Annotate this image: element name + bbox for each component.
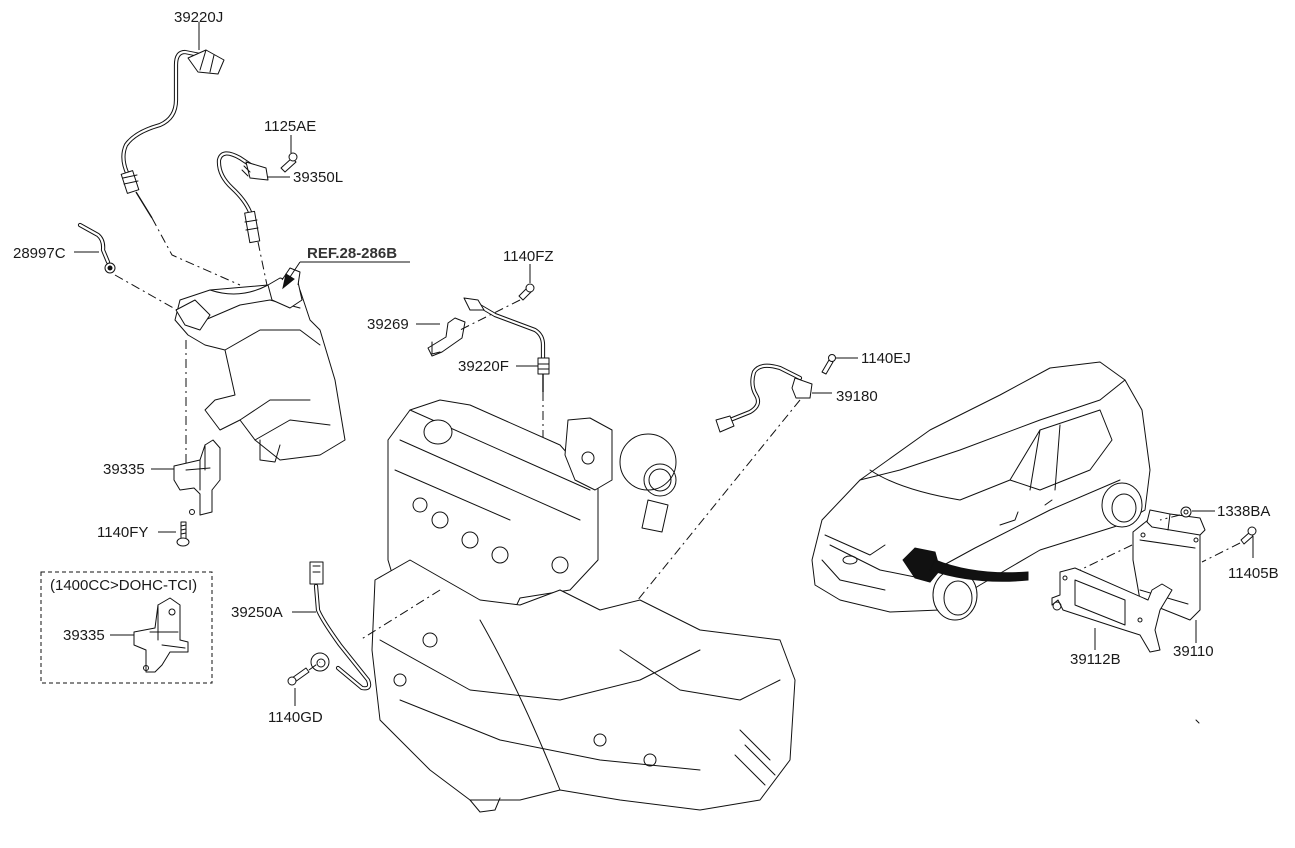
bolt-1140gd[interactable] xyxy=(287,667,310,686)
assembly-line xyxy=(151,217,241,286)
label-1338ba[interactable]: 1338BA xyxy=(1217,503,1270,520)
part-39269-bracket[interactable] xyxy=(427,317,466,357)
label-39220j[interactable]: 39220J xyxy=(174,9,223,26)
assembly-line xyxy=(257,241,269,291)
assembly-line xyxy=(308,661,321,671)
label-1140fz[interactable]: 1140FZ xyxy=(503,248,554,265)
part-39220j-sensor[interactable] xyxy=(120,49,225,219)
part-39180-sensor[interactable] xyxy=(715,363,813,433)
label-39112b[interactable]: 39112B xyxy=(1070,651,1121,668)
label-1140ej[interactable]: 1140EJ xyxy=(861,350,911,367)
label-39220f[interactable]: 39220F xyxy=(458,358,509,375)
part-39335-bracket[interactable] xyxy=(173,439,221,516)
part-39350l-sensor[interactable] xyxy=(216,151,269,244)
label-1140gd[interactable]: 1140GD xyxy=(268,709,323,726)
part-39220f-sensor[interactable] xyxy=(463,297,550,392)
assembly-line xyxy=(459,299,521,331)
part-39250a-knock-sensor[interactable] xyxy=(309,561,372,691)
label-39269[interactable]: 39269 xyxy=(367,316,409,333)
bolt-11405b[interactable] xyxy=(1240,526,1257,545)
label-39335[interactable]: 39335 xyxy=(103,461,145,478)
part-39335-variant-bracket[interactable] xyxy=(133,597,189,673)
bolt-1140fy[interactable] xyxy=(176,521,190,547)
ref-28-286b[interactable]: REF.28-286B xyxy=(307,245,397,262)
label-39250a[interactable]: 39250A xyxy=(231,604,283,621)
nut-1338ba[interactable] xyxy=(1180,506,1192,518)
bolt-1125ae[interactable] xyxy=(280,152,298,173)
ref-arrow-icon xyxy=(282,273,295,290)
assembly-line xyxy=(627,399,801,613)
label-1125ae[interactable]: 1125AE xyxy=(264,118,316,135)
bolt-1140ej[interactable] xyxy=(821,354,836,375)
ecu-location-arrow-icon xyxy=(929,559,1029,582)
assembly-line xyxy=(1079,544,1133,571)
variant-box: (1400CC>DOHC-TCI) 39335 xyxy=(40,571,213,684)
assembly-line xyxy=(1159,514,1181,521)
label-1140fy[interactable]: 1140FY xyxy=(97,524,148,541)
label-39180[interactable]: 39180 xyxy=(836,388,878,405)
assembly-line xyxy=(114,274,231,341)
assembly-line xyxy=(359,589,441,641)
label-39110[interactable]: 39110 xyxy=(1173,643,1214,660)
exhaust-manifold-ref xyxy=(174,267,346,463)
label-39335-variant[interactable]: 39335 xyxy=(63,627,105,644)
label-28997c[interactable]: 28997C xyxy=(13,245,66,262)
stray-mark xyxy=(1195,719,1200,724)
label-39350l[interactable]: 39350L xyxy=(293,169,343,186)
vehicle-illustration xyxy=(811,361,1151,621)
part-39112b-bracket[interactable] xyxy=(1051,567,1173,653)
label-11405b[interactable]: 11405B xyxy=(1228,565,1279,582)
part-28997c-hose[interactable] xyxy=(77,222,116,274)
bolt-1140fz[interactable] xyxy=(518,283,535,301)
variant-box-title: (1400CC>DOHC-TCI) xyxy=(50,577,197,594)
engine-assembly xyxy=(371,399,796,813)
assembly-line xyxy=(1201,542,1241,563)
